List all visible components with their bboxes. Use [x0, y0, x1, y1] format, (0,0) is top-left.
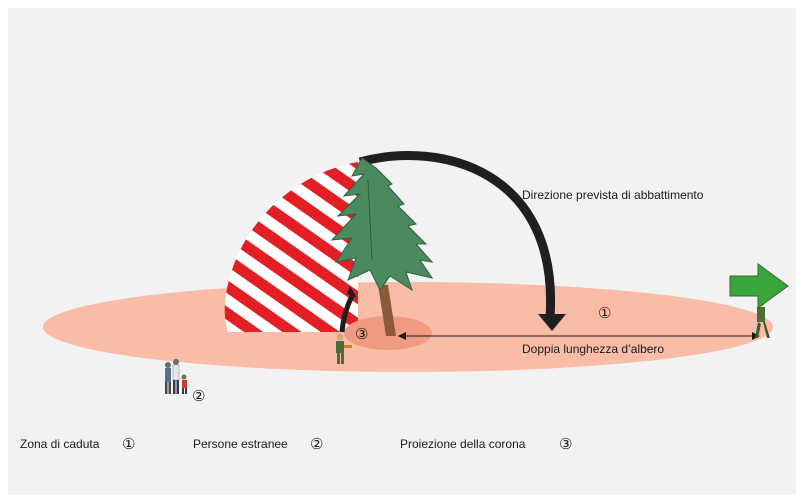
escape-arrow-icon: [729, 263, 789, 309]
backcut-arrow: [339, 286, 357, 333]
legend-bystanders-marker: ②: [310, 435, 324, 453]
marker-bystanders: ②: [192, 387, 206, 405]
double-length-label: Doppia lunghezza d’albero: [522, 342, 665, 356]
legend-fall-zone-marker: ①: [122, 435, 136, 453]
legend-crown-marker: ③: [559, 435, 573, 453]
tree-icon: [330, 157, 434, 336]
fall-direction-arrow: [358, 151, 566, 331]
bystanders-icon: [165, 359, 187, 394]
marker-crown: ③: [355, 325, 369, 343]
marker-fall-zone: ①: [598, 304, 612, 322]
legend-bystanders-label: Persone estranee: [193, 437, 288, 451]
legend-fall-zone-label: Zona di caduta: [20, 437, 100, 451]
direction-label: Direzione prevista di abbattimento: [522, 188, 704, 202]
legend-crown-label: Proiezione della corona: [400, 437, 526, 451]
feller-icon: [336, 333, 352, 364]
